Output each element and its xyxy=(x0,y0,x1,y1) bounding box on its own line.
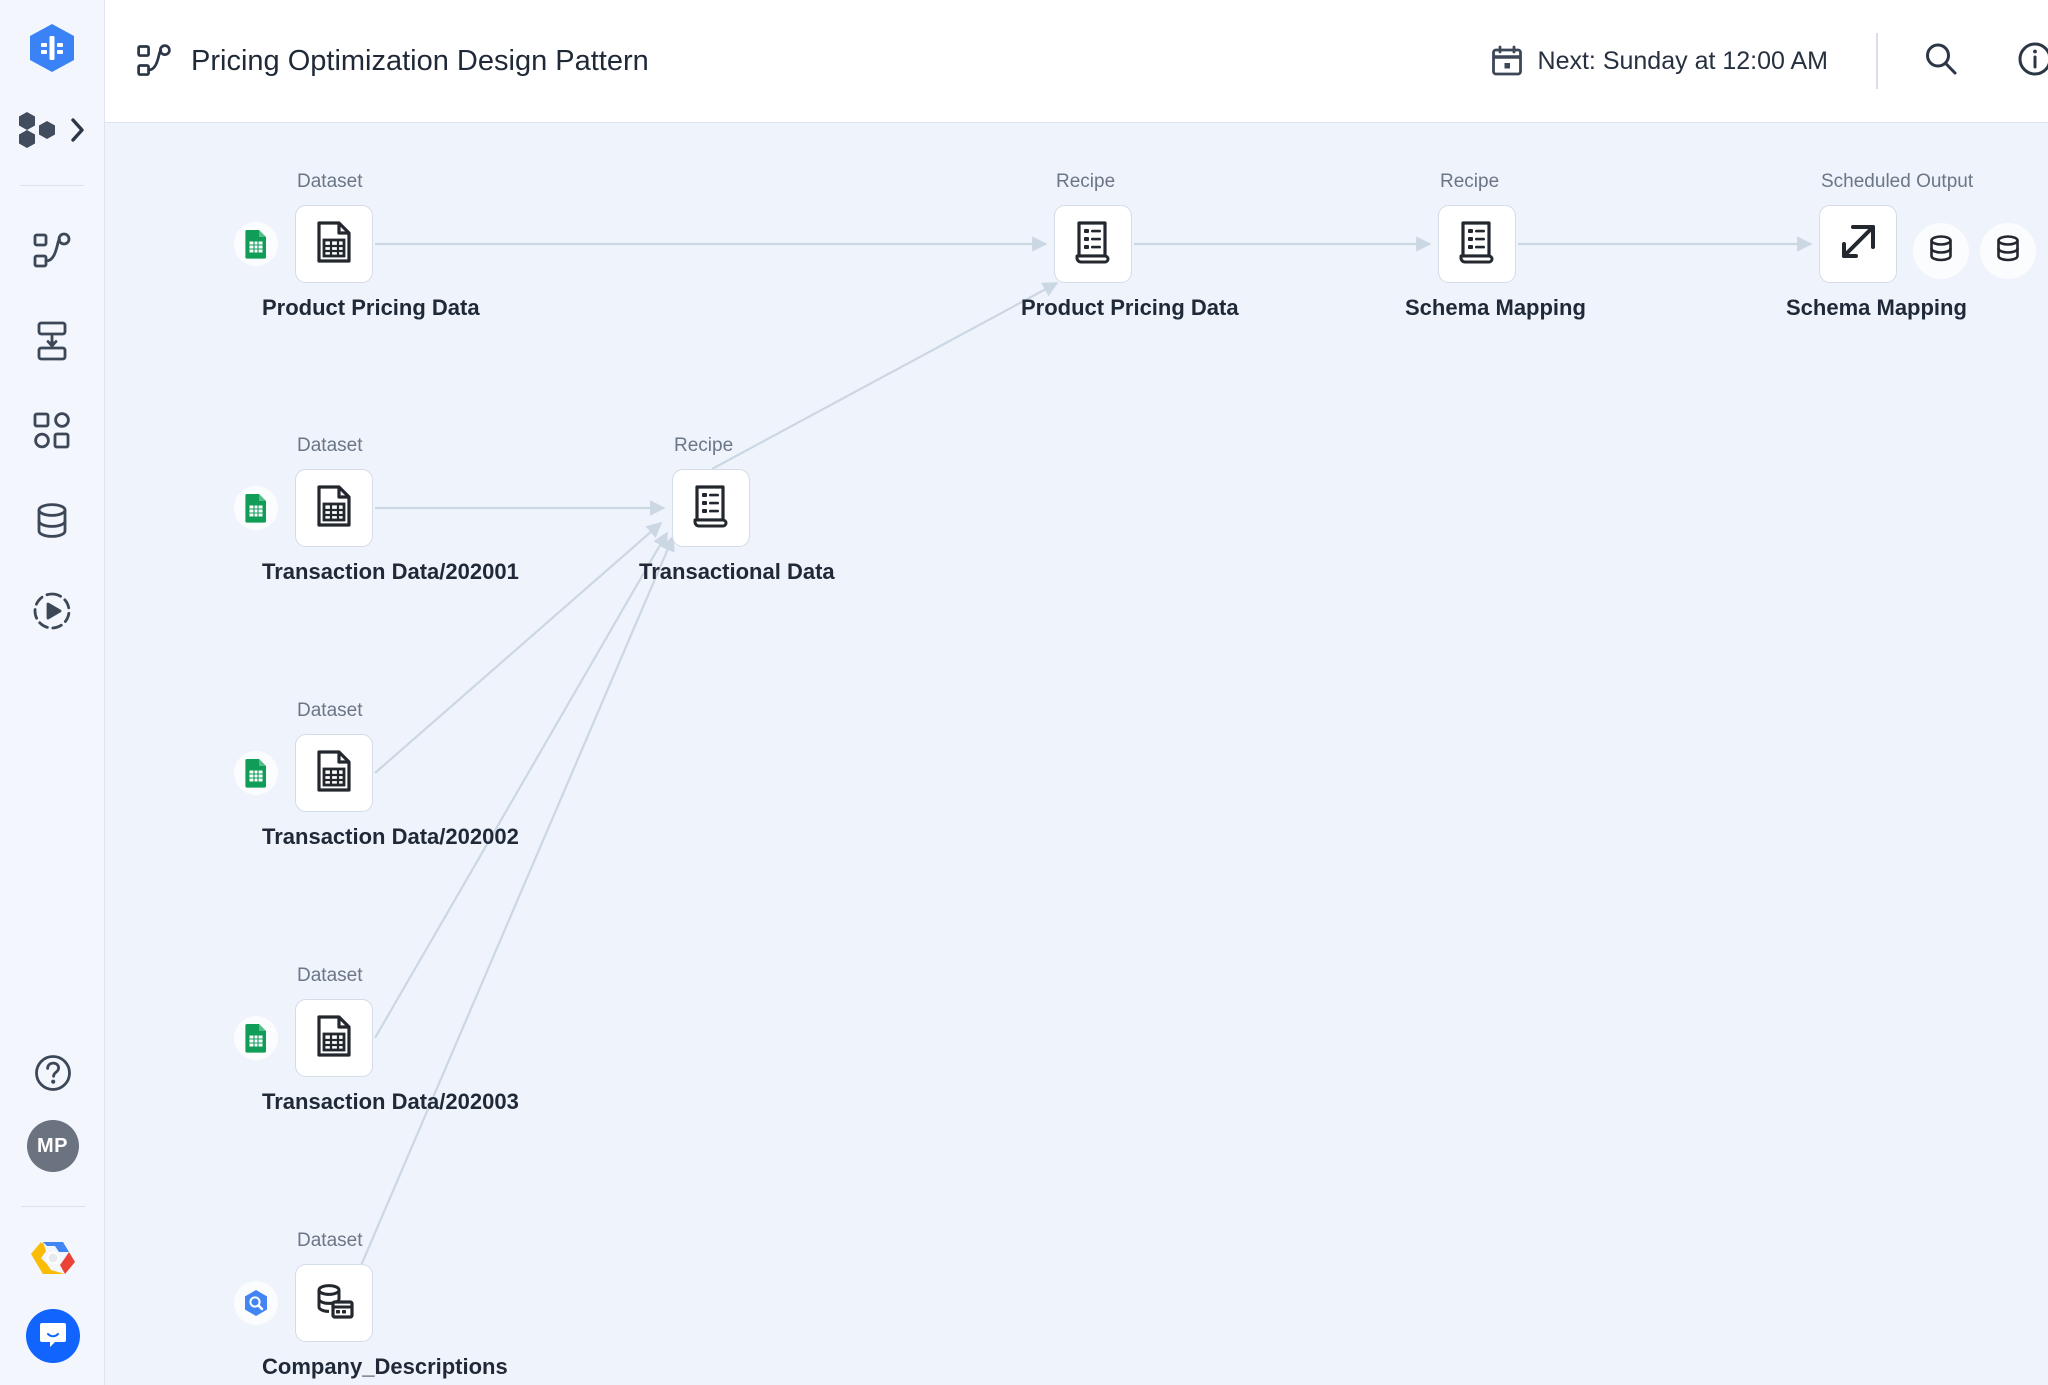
project-hexagons-icon xyxy=(17,110,65,155)
rail-icon-list xyxy=(29,230,75,636)
node-label: Schema Mapping xyxy=(1786,295,1967,320)
node-type-label: Dataset xyxy=(297,965,363,986)
recipe-list-icon xyxy=(688,483,734,534)
edge-layer xyxy=(343,236,1813,1304)
database-icon xyxy=(1924,232,1958,271)
node-icon-box[interactable] xyxy=(1819,205,1897,283)
google-sheets-badge xyxy=(234,751,278,795)
node-label: Transactional Data xyxy=(639,559,835,584)
flow-node[interactable]: Dataset Company_Descriptions xyxy=(234,1230,508,1379)
project-switcher[interactable] xyxy=(9,110,95,155)
help-circle-icon xyxy=(32,1052,74,1099)
database-icon xyxy=(1991,232,2025,271)
database-icon xyxy=(31,500,73,547)
node-type-label: Recipe xyxy=(674,435,734,456)
info-button[interactable] xyxy=(2012,38,2048,84)
info-circle-icon xyxy=(2016,40,2048,83)
node-label: Transaction Data/202002 xyxy=(262,824,519,849)
header-divider xyxy=(1876,33,1878,89)
left-nav-rail: MP xyxy=(0,0,105,1385)
search-button[interactable] xyxy=(1918,38,1964,84)
avatar[interactable]: MP xyxy=(26,1120,79,1172)
node-label: Product Pricing Data xyxy=(262,295,480,320)
flow-graph-icon xyxy=(31,230,73,277)
google-cloud-logo xyxy=(29,1236,77,1285)
google-sheets-badge xyxy=(234,1016,278,1060)
rail-bottom-group: MP xyxy=(0,1052,105,1385)
intercom-chat-icon xyxy=(37,1318,69,1355)
database-table-icon xyxy=(311,1278,357,1329)
node-type-label: Recipe xyxy=(1056,171,1116,192)
node-icon-box[interactable] xyxy=(672,469,750,547)
job-run-play-icon xyxy=(31,590,73,637)
node-label: Schema Mapping xyxy=(1405,295,1586,320)
node-label: Transaction Data/202003 xyxy=(262,1089,519,1114)
bigquery-badge xyxy=(234,1281,278,1325)
flow-graph-icon xyxy=(135,42,173,80)
google-sheets-badge xyxy=(234,222,278,266)
flow-node[interactable]: Recipe Product Pricing Data xyxy=(1021,171,1239,320)
node-icon-box[interactable] xyxy=(295,205,373,283)
node-icon-box[interactable] xyxy=(295,999,373,1077)
flow-node[interactable]: Dataset Transaction Data/202001 xyxy=(234,435,519,584)
google-cloud-button[interactable] xyxy=(30,1237,76,1283)
google-sheets-badge xyxy=(234,486,278,530)
file-table-icon xyxy=(311,219,357,270)
recipe-list-icon xyxy=(1454,219,1500,270)
node-type-label: Dataset xyxy=(297,171,363,192)
intercom-chat-button[interactable] xyxy=(25,1309,80,1363)
node-label: Product Pricing Data xyxy=(1021,295,1239,320)
file-table-icon xyxy=(311,483,357,534)
top-header-bar: Pricing Optimization Design Pattern Next… xyxy=(105,0,2048,123)
flow-node[interactable]: Dataset Product Pricing Data xyxy=(234,171,480,320)
file-table-icon xyxy=(311,748,357,799)
recipe-list-icon xyxy=(1070,219,1116,270)
sidebar-item-datasets[interactable] xyxy=(29,320,75,366)
node-label: Transaction Data/202001 xyxy=(262,559,519,584)
publish-target-2[interactable] xyxy=(1980,223,2036,279)
publish-target-1[interactable] xyxy=(1913,223,1969,279)
flow-node[interactable]: Recipe Schema Mapping xyxy=(1405,171,1586,320)
help-button[interactable] xyxy=(30,1052,76,1098)
chevron-right-icon xyxy=(69,117,87,148)
file-table-icon xyxy=(311,1013,357,1064)
rail-divider-top xyxy=(20,185,84,186)
dataprep-hexagon-logo[interactable] xyxy=(24,20,80,76)
flow-node[interactable]: Dataset Transaction Data/202003 xyxy=(234,965,519,1114)
node-icon-box[interactable] xyxy=(295,734,373,812)
node-icon-box[interactable] xyxy=(1438,205,1516,283)
flow-node[interactable]: Scheduled Output Schema Mapping xyxy=(1786,171,1973,320)
node-type-label: Dataset xyxy=(297,1230,363,1251)
main-area: Pricing Optimization Design Pattern Next… xyxy=(105,0,2048,1385)
schedule-text: Next: Sunday at 12:00 AM xyxy=(1537,46,1828,75)
node-icon-box[interactable] xyxy=(295,469,373,547)
node-icon-box[interactable] xyxy=(295,1264,373,1342)
node-icon-box[interactable] xyxy=(1054,205,1132,283)
sidebar-item-jobs[interactable] xyxy=(29,590,75,636)
export-arrow-icon xyxy=(1835,219,1881,270)
rail-divider-bottom xyxy=(20,1206,85,1207)
node-type-label: Dataset xyxy=(297,700,363,721)
sidebar-item-plans[interactable] xyxy=(29,410,75,456)
schedule-button[interactable]: Next: Sunday at 12:00 AM xyxy=(1490,44,1828,78)
sidebar-item-connections[interactable] xyxy=(29,500,75,546)
import-dataset-icon xyxy=(31,320,73,367)
sidebar-item-flows[interactable] xyxy=(29,230,75,276)
node-type-label: Scheduled Output xyxy=(1821,171,1974,192)
page-title: Pricing Optimization Design Pattern xyxy=(191,44,649,77)
search-icon xyxy=(1922,40,1960,83)
node-type-label: Recipe xyxy=(1440,171,1500,192)
flow-node[interactable]: Recipe Transactional Data xyxy=(639,435,835,584)
node-label: Company_Descriptions xyxy=(262,1354,508,1379)
grid-shapes-icon xyxy=(31,410,73,457)
flow-node[interactable]: Dataset Transaction Data/202002 xyxy=(234,700,519,849)
calendar-icon xyxy=(1490,44,1524,78)
node-type-label: Dataset xyxy=(297,435,363,456)
